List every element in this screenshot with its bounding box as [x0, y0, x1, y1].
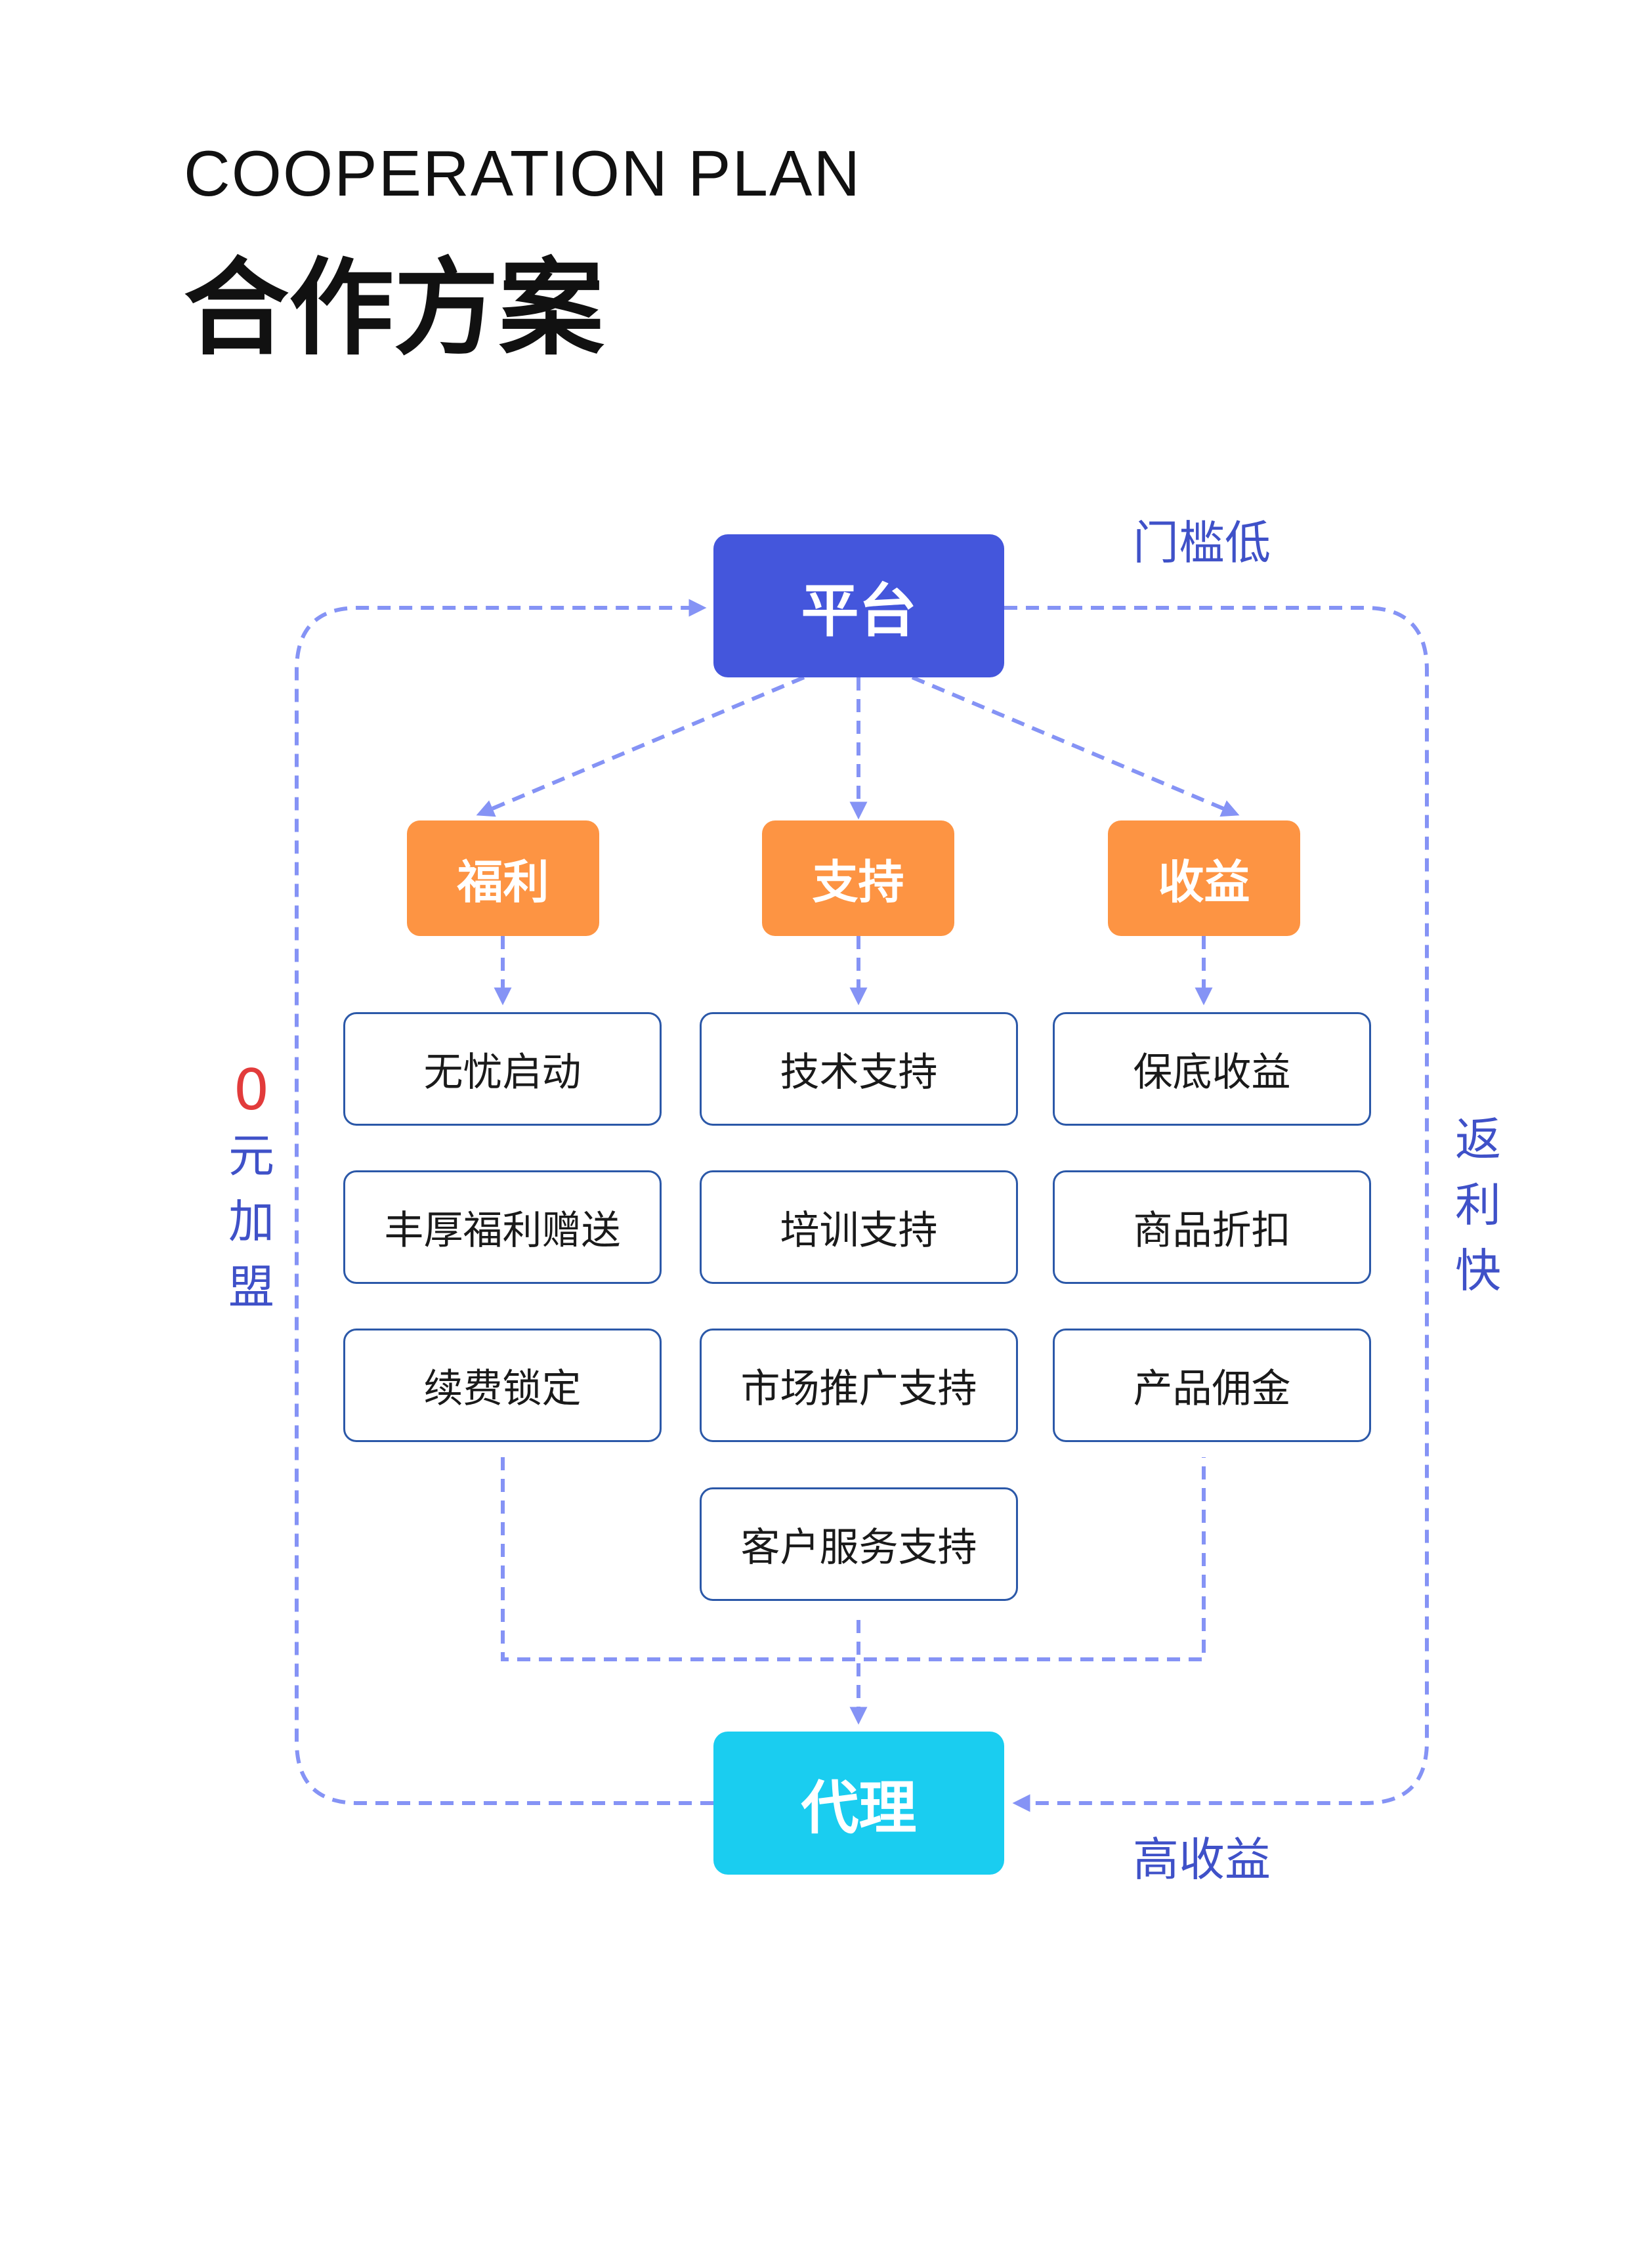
left-label-char-3: 加 — [228, 1195, 274, 1248]
income-item-2: 商品折扣 — [1053, 1170, 1371, 1284]
loop-right-connector — [1004, 606, 1429, 1812]
left-label-char-2: 元 — [228, 1129, 274, 1183]
collector-line — [501, 1457, 1206, 1661]
income-item-1: 保底收益 — [1053, 1012, 1371, 1126]
support-item-1: 技术支持 — [700, 1012, 1018, 1126]
high-income-label: 高收益 — [1133, 1833, 1271, 1886]
page-subtitle-en: COOPERATION PLAN — [184, 137, 862, 209]
right-label-char-2: 利 — [1455, 1178, 1501, 1232]
fast-rebate-label: 返 利 快 — [1445, 1107, 1511, 1304]
welfare-item-2: 丰厚福利赠送 — [343, 1170, 662, 1284]
right-label-char-3: 快 — [1455, 1244, 1501, 1298]
zero-fee-join-label: 0 元 加 盟 — [219, 1057, 284, 1320]
category-welfare: 福利 — [407, 820, 599, 936]
right-label-char-1: 返 — [1455, 1113, 1501, 1166]
income-item-3: 产品佣金 — [1053, 1329, 1371, 1442]
welfare-item-1: 无忧启动 — [343, 1012, 662, 1126]
agent-node: 代理 — [713, 1732, 1004, 1875]
platform-to-welfare-arrow — [476, 675, 805, 817]
platform-to-income-arrow — [911, 675, 1240, 817]
low-threshold-label: 门槛低 — [1133, 516, 1271, 570]
page-title: 合作方案 — [184, 247, 604, 370]
zero-digit: 0 — [233, 1057, 270, 1123]
category-income: 收益 — [1108, 820, 1300, 936]
support-item-2: 培训支持 — [700, 1170, 1018, 1284]
left-label-char-4: 盟 — [228, 1260, 274, 1314]
category-support: 支持 — [762, 820, 954, 936]
platform-node: 平台 — [713, 534, 1004, 677]
support-item-3: 市场推广支持 — [700, 1329, 1018, 1442]
welfare-item-3: 续费锁定 — [343, 1329, 662, 1442]
support-item-4: 客户服务支持 — [700, 1487, 1018, 1601]
